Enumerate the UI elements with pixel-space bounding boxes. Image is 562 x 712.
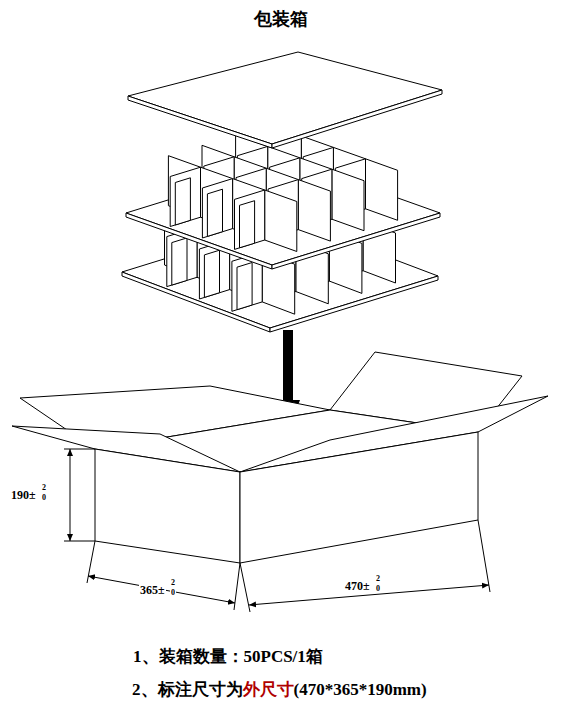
tolerance: 0 xyxy=(375,585,381,593)
tolerance: 2 xyxy=(41,484,47,492)
note-part: 2、标注尺寸为 xyxy=(132,680,243,699)
divider-panel xyxy=(240,201,255,248)
divider-panel xyxy=(237,263,252,310)
note-part: (470*365*190mm) xyxy=(294,680,427,699)
divider-panel xyxy=(207,189,222,236)
divider-panel xyxy=(172,238,187,285)
tolerance: 0 xyxy=(170,589,176,597)
divider-panel xyxy=(366,159,398,221)
divider-panel xyxy=(204,250,219,297)
divider-panel xyxy=(235,190,265,249)
divider-panel xyxy=(170,167,200,226)
divider-panel xyxy=(298,180,330,242)
divider-panel xyxy=(202,179,232,238)
note: 1、装箱数量：50PCS/1箱 xyxy=(132,648,324,665)
divider-panel xyxy=(175,178,190,225)
dimension: 365± xyxy=(139,584,166,596)
title: 包装箱 xyxy=(254,10,308,28)
tolerance: 2 xyxy=(170,579,176,587)
tolerance: 0 xyxy=(41,494,47,502)
dimension: 470± xyxy=(344,580,371,592)
dimension: 190± xyxy=(10,489,37,501)
note-row: 2、标注尺寸为外尺寸(470*365*190mm) xyxy=(132,681,427,698)
tolerance: 2 xyxy=(375,575,381,583)
divider-panel xyxy=(332,169,364,231)
note-part: 外尺寸 xyxy=(243,680,294,699)
divider-panel xyxy=(265,190,297,252)
